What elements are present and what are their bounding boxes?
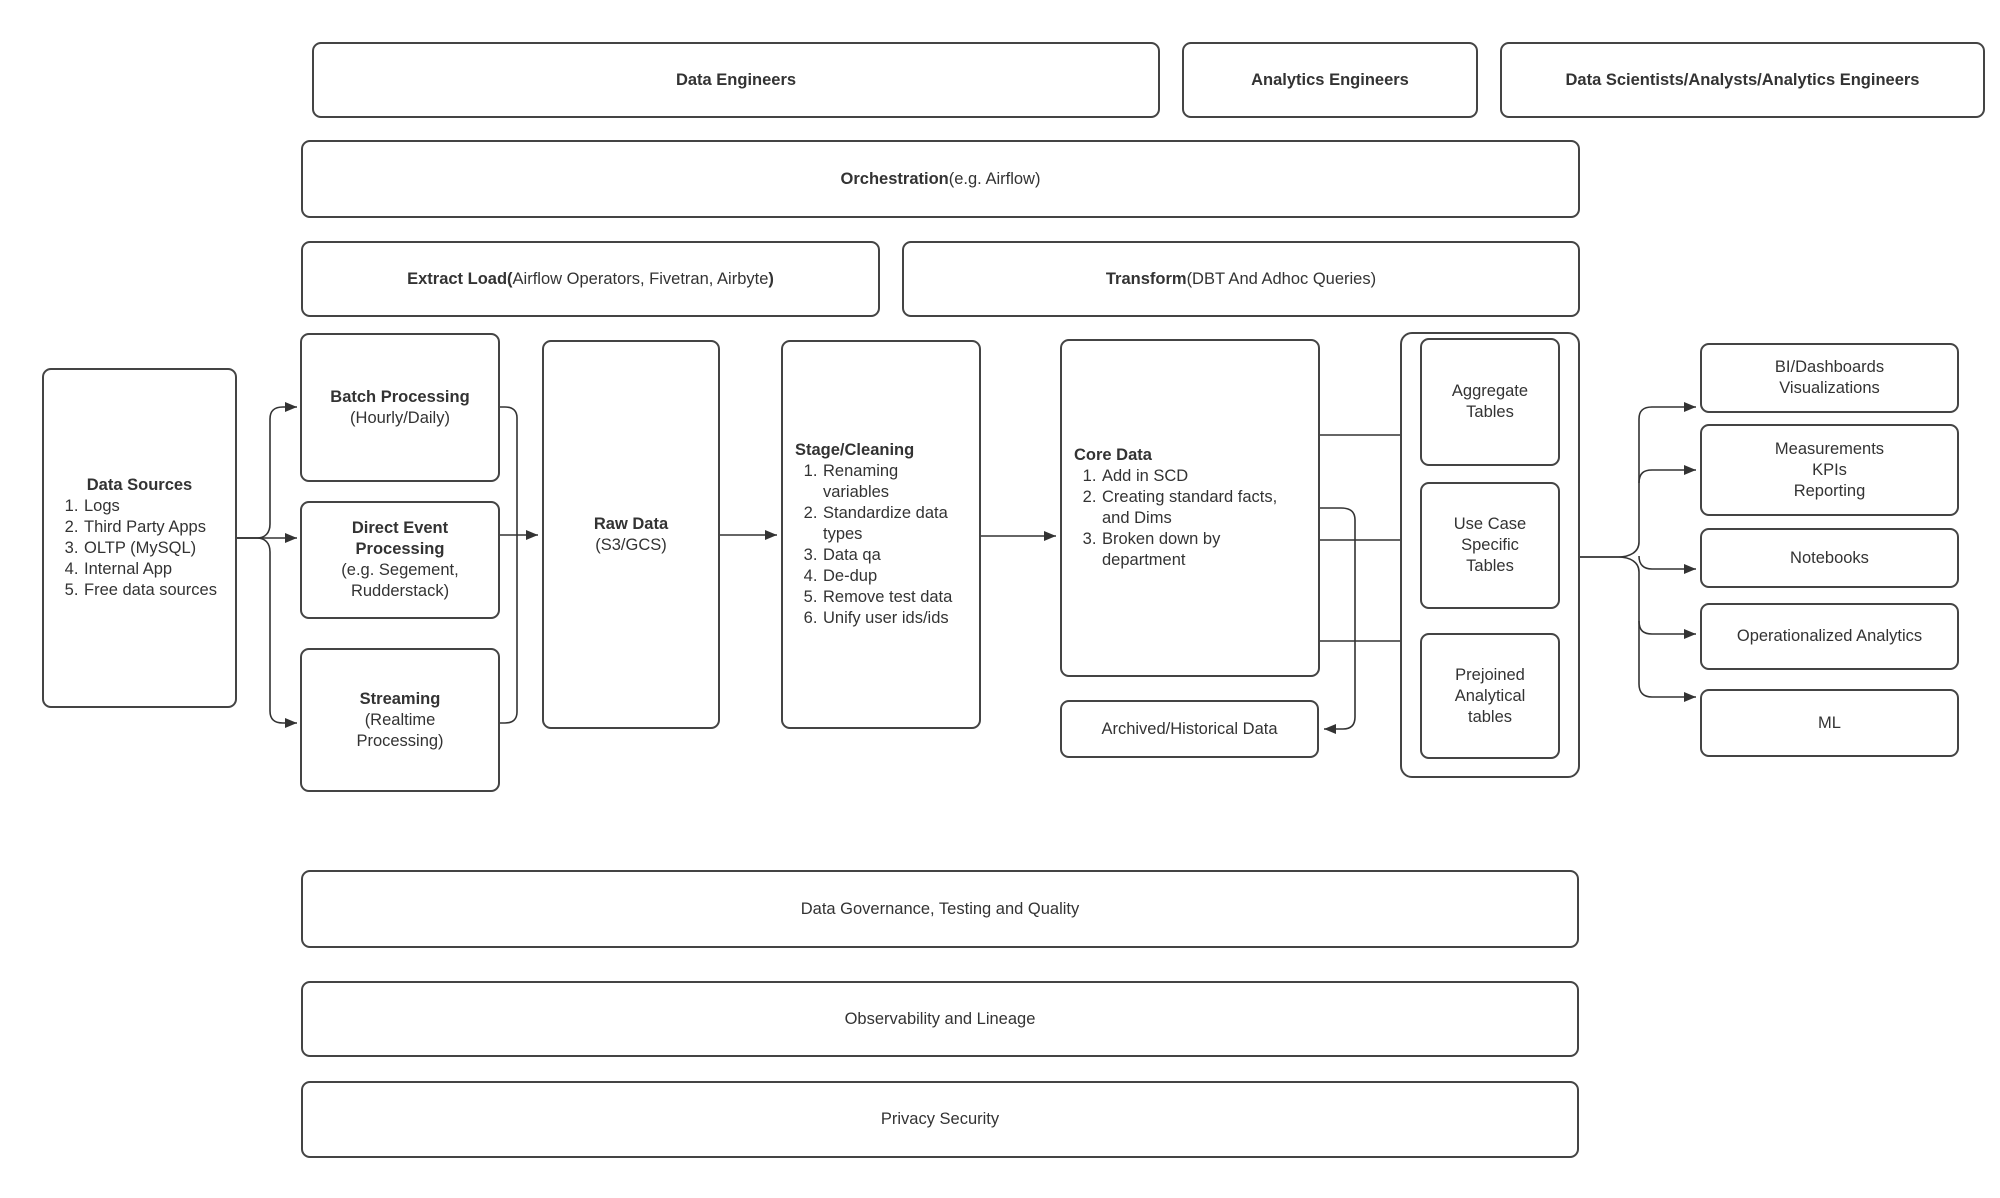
node-title: Batch Processing [330,387,470,406]
node-subtitle: (Realtime [364,710,436,729]
node-data-governance[interactable]: Data Governance, Testing and Quality [301,870,1579,948]
node-label: Measurements [1774,439,1885,458]
node-label: Orchestration(e.g. Airflow) [840,169,1041,188]
node-ml[interactable]: ML [1700,689,1959,757]
list-item: Third Party Apps [83,517,223,538]
node-label: Tables [1466,557,1514,575]
node-archived-historical-data[interactable]: Archived/Historical Data [1060,700,1319,758]
node-label: Extract Load(Airflow Operators, Fivetran… [407,269,774,288]
node-privacy-security[interactable]: Privacy Security [301,1081,1579,1158]
node-data-sources[interactable]: Data Sources Logs Third Party Apps OLTP … [42,368,237,708]
arrow-tables-to-ml [1580,556,1696,702]
node-subtitle: (e.g. Segement, [341,561,459,579]
node-label: Use Case [1453,515,1527,533]
list-item: Remove test data [822,587,967,608]
node-label: Archived/Historical Data [1101,719,1278,738]
node-label: Reporting [1793,481,1866,500]
node-analytics-engineers[interactable]: Analytics Engineers [1182,42,1478,118]
node-label: Notebooks [1790,548,1869,567]
list-item: Broken down by department [1101,529,1290,571]
node-use-case-specific-tables[interactable]: Use Case Specific Tables [1420,482,1560,609]
node-label: Aggregate [1451,382,1529,400]
list-item: Standardize data types [822,503,967,545]
arrow-tables-to-notebooks [1638,555,1696,574]
node-label: Specific [1461,536,1519,554]
node-label: Data Engineers [675,70,797,89]
node-subtitle: Processing) [356,731,444,750]
node-label: Prejoined [1455,665,1525,684]
node-title: Core Data [1074,446,1152,464]
arrow-tables-to-bi [1580,402,1696,558]
node-label: Analytics Engineers [1251,70,1409,89]
node-label: Transform(DBT And Adhoc Queries) [1105,269,1377,288]
node-title: Processing [355,540,445,558]
arrow-tables-to-measurements [1638,465,1696,484]
list-item: OLTP (MySQL) [83,538,223,559]
data-sources-list: Logs Third Party Apps OLTP (MySQL) Inter… [56,496,223,601]
node-label: Visualizations [1779,379,1880,397]
stage-cleaning-list: Renaming variables Standardize data type… [795,461,967,629]
node-data-engineers[interactable]: Data Engineers [312,42,1160,118]
node-label: Observability and Lineage [844,1009,1036,1028]
line-streaming-merge [500,535,518,724]
list-item: De-dup [822,566,967,587]
arrow-sources-to-batch [237,402,297,539]
node-title: Data Sources [86,476,193,494]
arrow-sources-to-streaming [237,537,297,728]
node-aggregate-tables[interactable]: Aggregate Tables [1420,338,1560,466]
node-measurements-kpis-reporting[interactable]: Measurements KPIs Reporting [1700,424,1959,516]
list-item: Free data sources [83,580,223,601]
node-label: ML [1818,713,1841,732]
node-transform[interactable]: Transform(DBT And Adhoc Queries) [902,241,1580,317]
node-stage-cleaning[interactable]: Stage/Cleaning Renaming variables Standa… [781,340,981,729]
list-item: Renaming variables [822,461,967,503]
list-item: Internal App [83,559,223,580]
node-observability-lineage[interactable]: Observability and Lineage [301,981,1579,1057]
core-data-list: Add in SCD Creating standard facts, and … [1074,466,1290,571]
node-raw-data[interactable]: Raw Data (S3/GCS) [542,340,720,729]
node-core-data[interactable]: Core Data Add in SCD Creating standard f… [1060,339,1320,677]
line-batch-merge [500,406,518,535]
node-title: Stage/Cleaning [795,441,915,459]
node-subtitle: Rudderstack) [350,582,450,600]
node-data-scientists[interactable]: Data Scientists/Analysts/Analytics Engin… [1500,42,1985,118]
node-title: Raw Data [593,514,669,533]
node-label: Privacy Security [880,1110,1000,1128]
list-item: Logs [83,496,223,517]
node-label: Tables [1466,403,1514,421]
list-item: Unify user ids/ids [822,608,967,629]
node-prejoined-analytical-tables[interactable]: Prejoined Analytical tables [1420,633,1560,759]
node-direct-event-processing[interactable]: Direct Event Processing (e.g. Segement, … [300,501,500,619]
node-extract-load[interactable]: Extract Load(Airflow Operators, Fivetran… [301,241,880,317]
node-label: KPIs [1812,460,1847,479]
node-bi-dashboards[interactable]: BI/Dashboards Visualizations [1700,343,1959,413]
list-item: Add in SCD [1101,466,1290,487]
node-label: tables [1467,707,1513,726]
node-subtitle: (S3/GCS) [595,535,667,554]
node-subtitle: (Hourly/Daily) [350,408,450,427]
node-label: Data Governance, Testing and Quality [800,899,1080,918]
node-streaming[interactable]: Streaming (Realtime Processing) [300,648,500,792]
node-label: BI/Dashboards [1774,358,1885,376]
node-title: Streaming [359,689,441,708]
list-item: Data qa [822,545,967,566]
node-title: Direct Event [351,519,449,537]
node-label: Analytical [1454,686,1526,705]
arrow-tables-to-operationalized [1638,620,1696,639]
node-batch-processing[interactable]: Batch Processing (Hourly/Daily) [300,333,500,482]
list-item: Creating standard facts, and Dims [1101,487,1290,529]
node-label: Operationalized Analytics [1736,627,1923,645]
node-operationalized-analytics[interactable]: Operationalized Analytics [1700,603,1959,670]
node-orchestration[interactable]: Orchestration(e.g. Airflow) [301,140,1580,218]
node-label: Data Scientists/Analysts/Analytics Engin… [1565,70,1920,89]
node-notebooks[interactable]: Notebooks [1700,528,1959,588]
arrow-core-to-archived [1320,507,1356,734]
